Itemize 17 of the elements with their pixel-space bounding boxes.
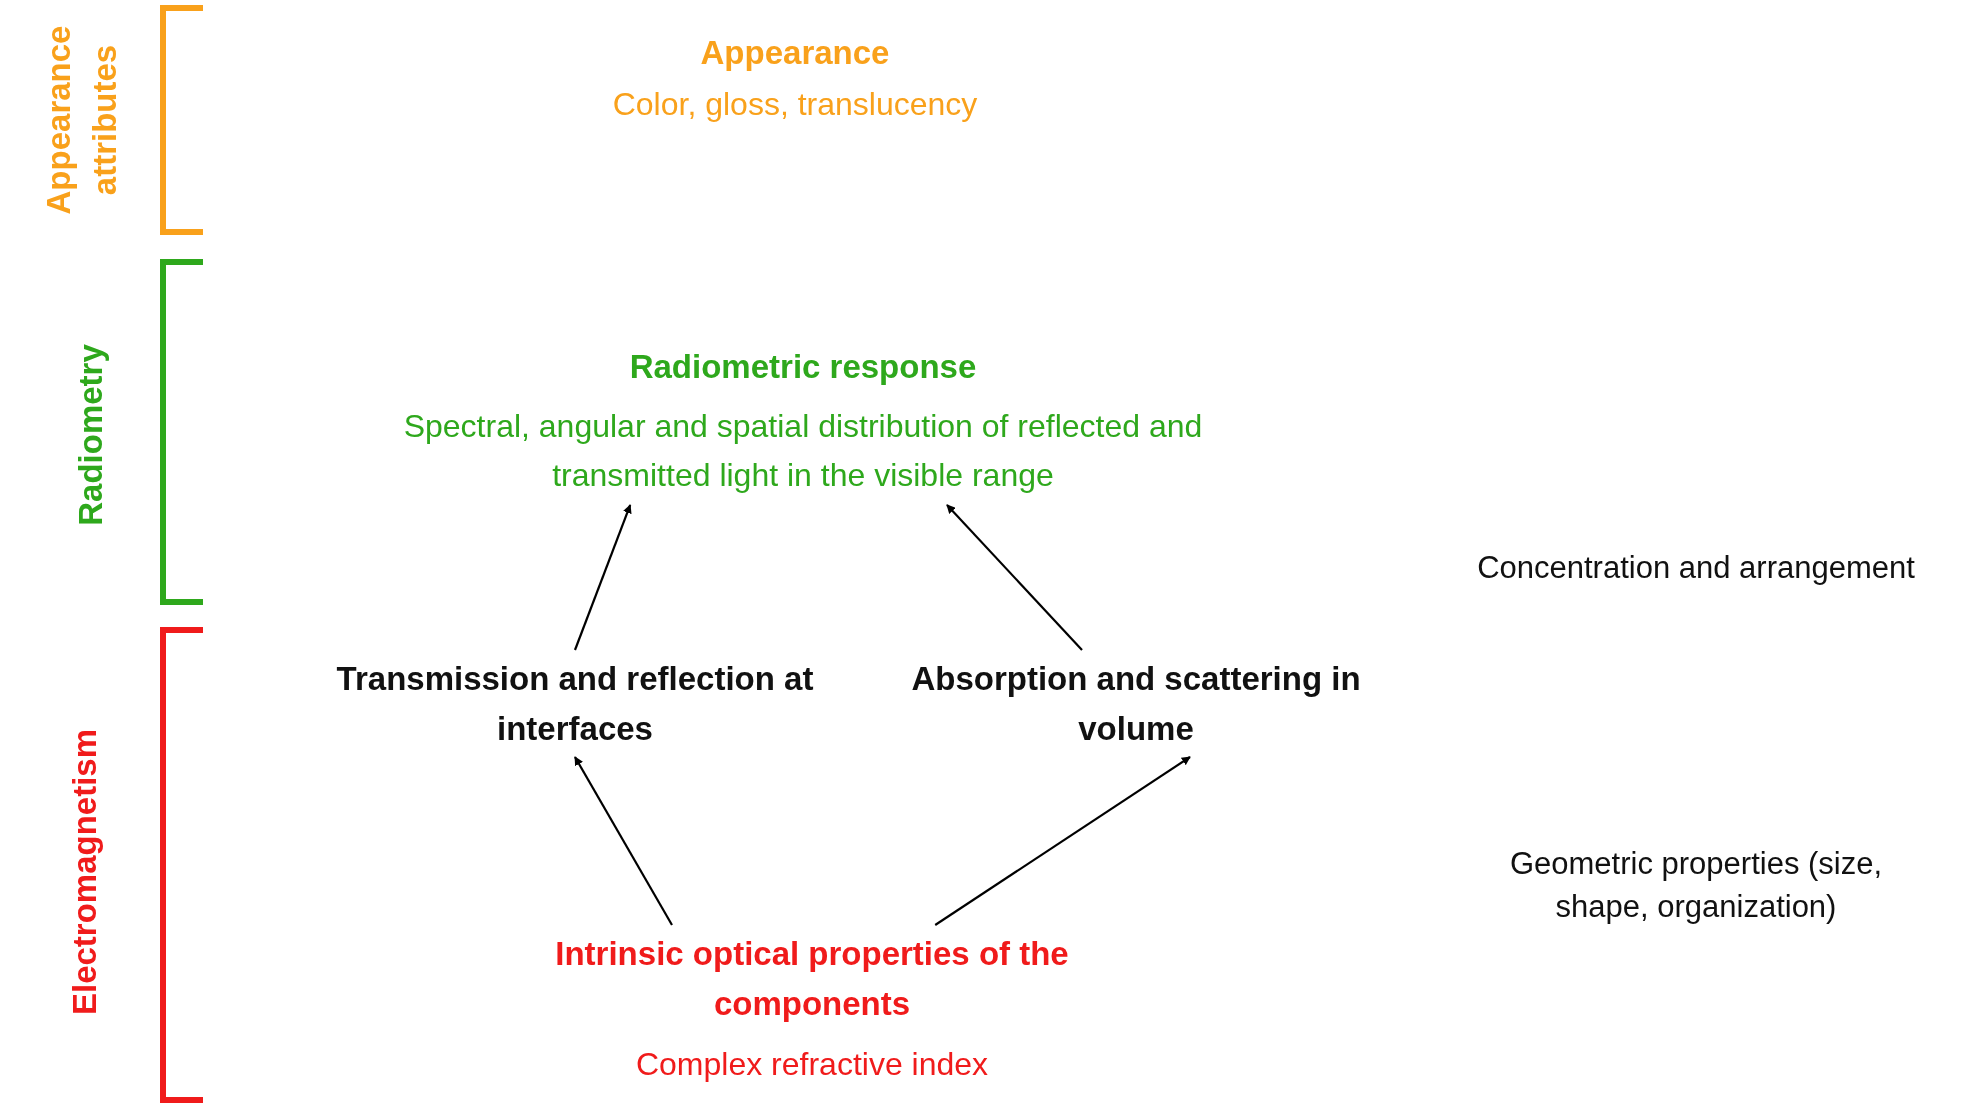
bracket-label: Appearance attributes bbox=[39, 24, 125, 217]
node-title: Radiometric response bbox=[629, 347, 977, 387]
arrow bbox=[934, 756, 1191, 926]
bracket-label: Radiometry bbox=[71, 343, 110, 528]
side-note: Geometric properties (size, shape, organization) bbox=[1508, 845, 1884, 927]
node-description: Color, gloss, translucency bbox=[612, 84, 978, 124]
bracket-label: Electromagnetism bbox=[65, 727, 104, 1018]
node-description: Spectral, angular and spatial distribution of reflected and transmitted light in the visible range bbox=[402, 406, 1204, 496]
node-title: Absorption and scattering in volume bbox=[910, 659, 1362, 749]
arrow bbox=[946, 504, 1083, 651]
node-description: Complex refractive index bbox=[635, 1045, 989, 1084]
arrow bbox=[573, 504, 632, 651]
node-title: Intrinsic optical properties of the components bbox=[554, 934, 1070, 1024]
node-title: Transmission and reflection at interfaces bbox=[335, 659, 815, 749]
side-note: Concentration and arrangement bbox=[1476, 549, 1916, 587]
node-title: Appearance bbox=[700, 33, 890, 73]
arrow bbox=[574, 756, 673, 926]
